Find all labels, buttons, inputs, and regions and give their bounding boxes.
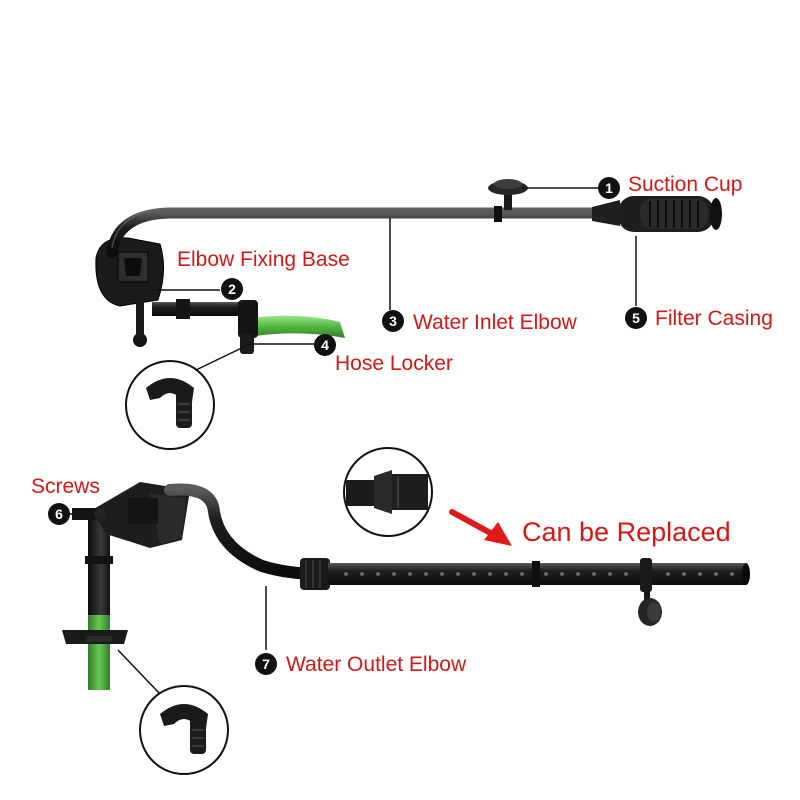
outlet-hose-locker-inset [139,685,229,775]
hose-locker-inset [125,360,215,450]
label-hose-locker: Hose Locker [335,352,453,375]
outlet-assembly [62,482,750,690]
water-inlet-elbow-part [106,207,606,258]
water-outlet-elbow-part [164,483,326,580]
svg-text:1: 1 [605,180,613,196]
outlet-suction-cup-part [638,558,662,626]
label-water-outlet-elbow: Water Outlet Elbow [286,653,467,676]
leader-lines [70,187,637,695]
marker-3: 3 [382,310,404,332]
marker-7: 7 [255,653,277,675]
svg-text:3: 3 [389,313,397,329]
marker-6: 6 [48,503,70,525]
label-suction-cup: Suction Cup [628,173,742,196]
label-water-inlet-elbow: Water Inlet Elbow [413,311,578,334]
label-elbow-fixing-base: Elbow Fixing Base [177,248,350,271]
replace-arrow [449,509,512,546]
label-can-be-replaced: Can be Replaced [522,517,731,547]
spray-holes [344,572,734,576]
outlet-hose [88,610,110,690]
hose-locker-part [238,300,258,338]
inlet-assembly [95,179,722,354]
svg-text:2: 2 [228,281,236,297]
filter-casing-part [592,196,722,232]
connector-inset [343,447,433,537]
svg-text:6: 6 [55,506,63,522]
marker-2: 2 [221,278,243,300]
inlet-hose [250,315,345,338]
leader-hose-inset [117,649,161,695]
label-screws: Screws [31,475,100,498]
label-filter-casing: Filter Casing [655,307,773,330]
leader-4-inset [195,343,251,371]
marker-5: 5 [625,307,647,329]
svg-text:5: 5 [632,310,640,326]
svg-text:4: 4 [321,337,329,353]
suction-cup-part [488,179,528,210]
marker-4: 4 [314,334,336,356]
marker-1: 1 [598,177,620,199]
svg-text:7: 7 [262,656,270,672]
